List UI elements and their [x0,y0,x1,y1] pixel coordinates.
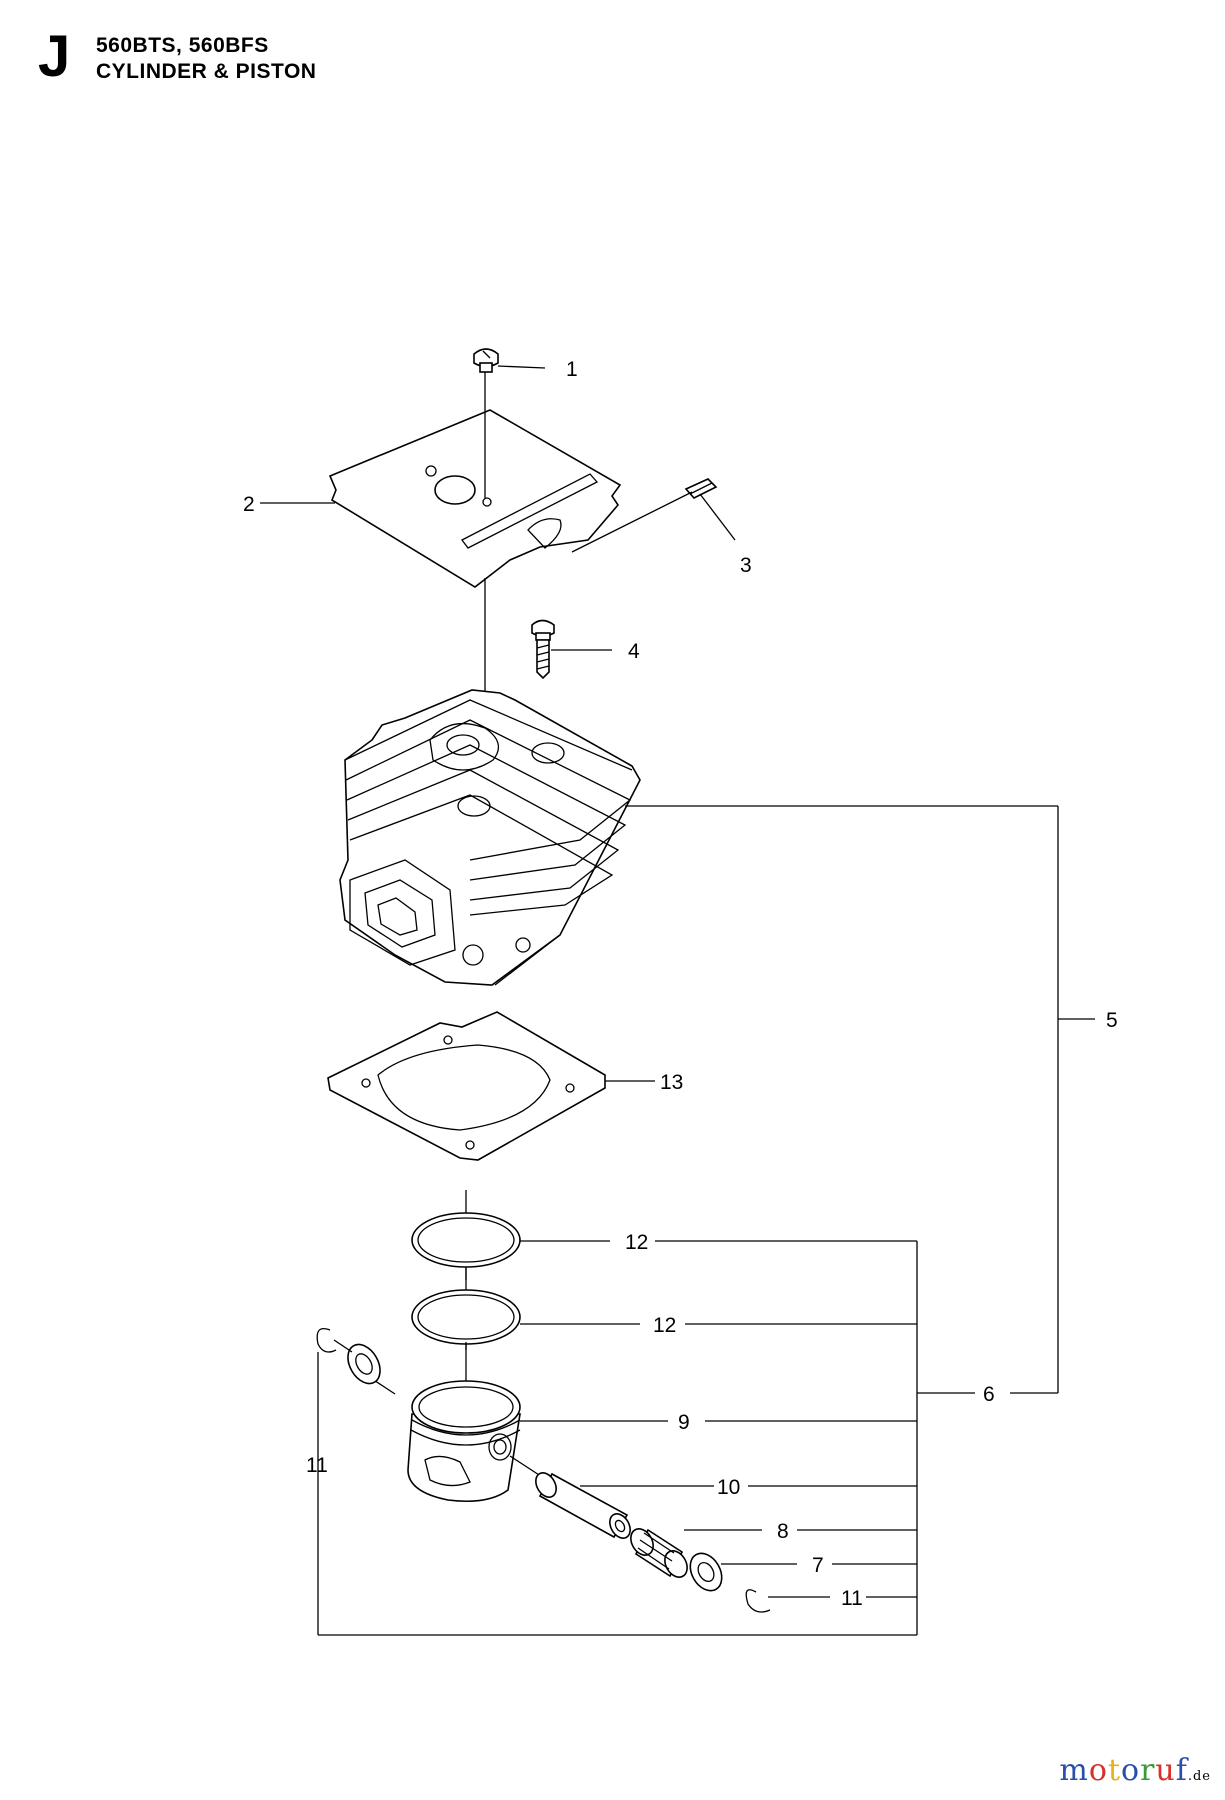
part-3-clip [684,478,718,499]
axis-left-washer [333,1339,353,1353]
callout-6: 6 [983,1383,995,1406]
watermark-letter: u [1155,1753,1176,1788]
section-letter: J [38,24,71,89]
part-1-screw [473,348,499,373]
part-2-heat-shield [328,409,622,588]
leader-3b [571,491,693,553]
callout-3: 3 [740,554,752,577]
watermark-logo: motoruf.de [1059,1753,1211,1788]
part-10-piston-pin [535,1472,631,1539]
callout-4: 4 [628,640,640,663]
part-11-retaining-ring-right [745,1589,771,1613]
part-5-cylinder [339,689,641,986]
part-7-washer-left [347,1343,381,1385]
callout-5: 5 [1106,1009,1118,1032]
part-8-needle-bearing [630,1528,688,1578]
leader-3 [699,493,736,541]
part-12-ring-lower [411,1289,521,1345]
part-13-gasket [327,1011,606,1161]
watermark-letter: o [1088,1753,1108,1788]
part-7-washer-right [689,1552,723,1592]
watermark-suffix: .de [1187,1769,1211,1784]
watermark-letter: m [1059,1753,1089,1788]
model-numbers: 560BTS, 560BFS [96,34,269,57]
callout-12-lower: 12 [653,1314,676,1337]
callout-9: 9 [678,1411,690,1434]
page-title: CYLINDER & PISTON [96,60,317,83]
callout-2: 2 [243,493,255,516]
part-4-bolt [531,619,555,680]
watermark-letter: t [1107,1753,1121,1788]
callout-1: 1 [566,358,578,381]
watermark-letter: r [1140,1753,1156,1788]
part-12-ring-upper [411,1212,521,1268]
watermark-letter: o [1121,1753,1141,1788]
callout-11-left: 11 [306,1454,328,1477]
callout-11-right: 11 [841,1587,863,1610]
callout-13: 13 [660,1071,683,1094]
callout-12-upper: 12 [625,1231,648,1254]
callout-7: 7 [812,1554,824,1577]
callout-10: 10 [717,1476,740,1499]
part-11-retaining-ring-left [316,1327,337,1353]
watermark-letter: f [1175,1753,1188,1788]
part-9-piston [407,1380,521,1503]
callout-8: 8 [777,1520,789,1543]
leader-1 [497,365,546,369]
